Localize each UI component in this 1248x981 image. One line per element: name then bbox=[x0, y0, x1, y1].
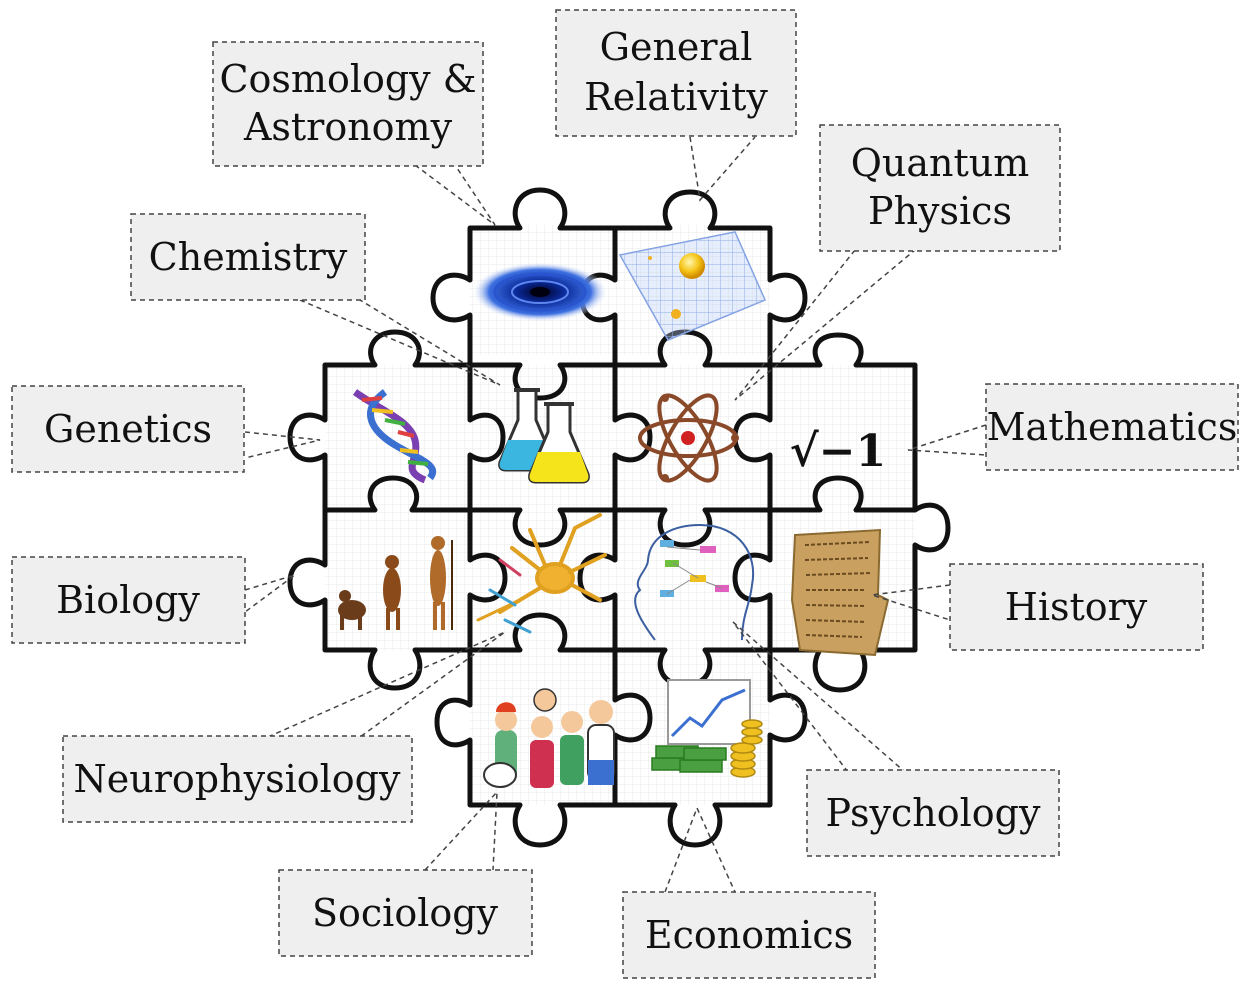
label-history: History bbox=[1005, 585, 1148, 629]
callout-psychology: Psychology bbox=[806, 769, 1060, 857]
pointer-cosmology bbox=[414, 164, 496, 226]
puzzle-outline bbox=[287, 187, 951, 848]
label-quantum-line1: Quantum bbox=[851, 141, 1030, 185]
pointer-neurophysiology bbox=[267, 631, 506, 738]
callout-neurophysiology: Neurophysiology bbox=[62, 735, 413, 823]
callout-mathematics: Mathematics bbox=[985, 383, 1239, 471]
dna-icon bbox=[352, 389, 436, 484]
pointer-biology bbox=[244, 574, 296, 613]
label-cosmology-line2: Astronomy bbox=[243, 105, 453, 149]
label-mathematics: Mathematics bbox=[987, 405, 1238, 449]
label-genetics: Genetics bbox=[44, 407, 212, 451]
label-economics: Economics bbox=[645, 913, 853, 957]
money-chart-icon bbox=[651, 679, 763, 778]
seam-h3 bbox=[470, 612, 770, 688]
evolution-icon bbox=[338, 536, 453, 630]
callout-pointers bbox=[244, 136, 987, 893]
label-quantum-line2: Physics bbox=[868, 189, 1012, 233]
label-sociology: Sociology bbox=[312, 891, 499, 935]
label-relativity-line2: Relativity bbox=[584, 75, 768, 119]
callout-genetics: Genetics bbox=[11, 385, 245, 473]
pointer-genetics bbox=[244, 431, 321, 459]
callout-chemistry: Chemistry bbox=[130, 213, 366, 301]
pointer-sociology bbox=[424, 789, 498, 871]
atom-icon bbox=[638, 393, 739, 483]
pointer-mathematics bbox=[907, 424, 987, 456]
puzzle-board bbox=[287, 187, 951, 848]
callout-sociology: Sociology bbox=[278, 869, 533, 957]
callout-history: History bbox=[949, 563, 1204, 651]
callout-relativity: General Relativity bbox=[555, 9, 797, 137]
label-psychology: Psychology bbox=[826, 791, 1042, 835]
head-mindmap-icon bbox=[634, 523, 755, 641]
callout-cosmology: Cosmology & Astronomy bbox=[212, 41, 484, 167]
pointer-relativity bbox=[689, 136, 756, 202]
callout-biology: Biology bbox=[11, 556, 246, 644]
label-biology: Biology bbox=[56, 578, 200, 622]
pointer-economics bbox=[664, 806, 736, 893]
galaxy-icon bbox=[472, 262, 608, 322]
manuscript-icon bbox=[790, 528, 890, 657]
callout-quantum: Quantum Physics bbox=[819, 124, 1061, 252]
label-chemistry: Chemistry bbox=[149, 235, 348, 279]
crowd-icon bbox=[483, 688, 615, 788]
neuron-icon bbox=[476, 513, 607, 634]
sqrt-minus-one-icon: √−1 bbox=[790, 426, 886, 477]
label-relativity-line1: General bbox=[600, 25, 753, 69]
pointer-quantum bbox=[734, 249, 916, 401]
spacetime-grid-icon bbox=[618, 231, 766, 341]
flasks-icon bbox=[498, 388, 590, 484]
label-cosmology-line1: Cosmology & bbox=[219, 57, 476, 101]
callout-economics: Economics bbox=[622, 891, 876, 979]
seam-h2 bbox=[325, 475, 915, 548]
pointer-psychology bbox=[732, 621, 906, 773]
label-neurophysiology: Neurophysiology bbox=[74, 757, 401, 801]
pointer-chemistry bbox=[299, 299, 501, 386]
